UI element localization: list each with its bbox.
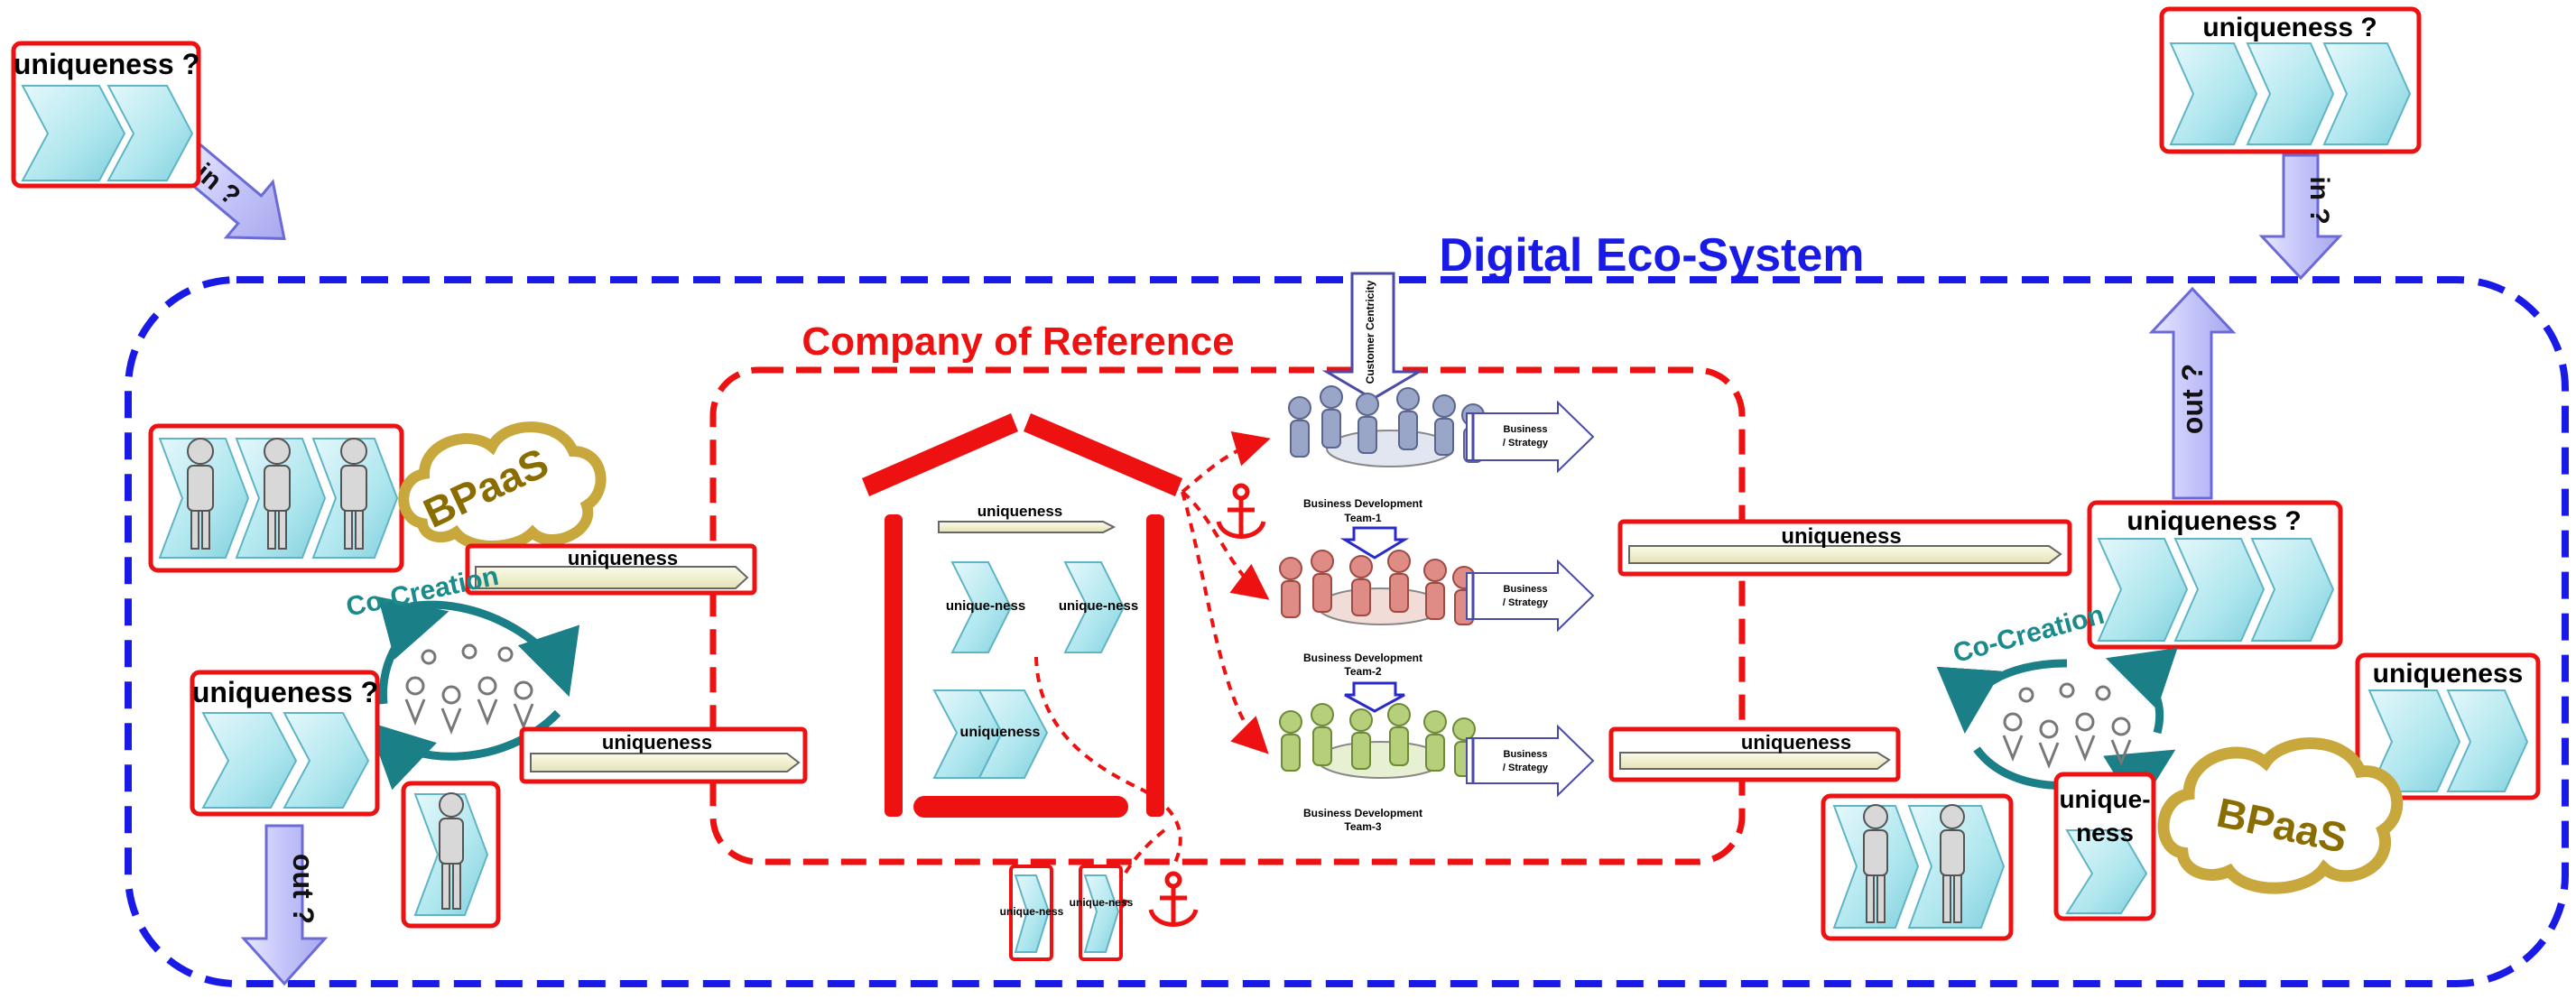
house-chevron-3: uniqueness (932, 689, 1049, 779)
house-chevron-2-label: unique-ness (1059, 598, 1138, 614)
out-label-left: out ? (287, 854, 320, 924)
team-3-label-line2: Team-3 (1344, 820, 1381, 833)
anchor-icon (1216, 483, 1266, 539)
uniqueness-bar-right-2: uniqueness (1608, 726, 1901, 782)
uniqueness-box-far-right-label: uniqueness (2373, 659, 2524, 689)
chevron (2246, 42, 2335, 145)
chevron (2065, 829, 2148, 914)
uniqueness-box-far-right: uniqueness (2355, 652, 2541, 800)
out-arrow-left: out ? (240, 824, 329, 986)
unique-ness-box-right-label: unique- (2059, 785, 2150, 813)
chevron (2368, 689, 2461, 792)
chevron (201, 712, 298, 809)
robot-box-left-small (401, 781, 501, 929)
company-title: Company of Reference (802, 319, 1234, 364)
house-chevron-1: unique-ness (946, 561, 1025, 653)
chevron (107, 85, 194, 181)
in-label-top-right: in ? (2304, 176, 2334, 224)
house-uniqueness-bar: uniqueness (938, 503, 1117, 533)
robot-icon (439, 792, 464, 910)
robot-icon (187, 438, 214, 550)
unique-ness-box-right: unique- ness (2053, 772, 2156, 921)
house-chevron-1-label: unique-ness (946, 598, 1025, 614)
out-arrow-right: out ? (2148, 286, 2237, 500)
team-1: Business Development Team-1 Business / S… (1288, 385, 1595, 524)
bottom-unique-ness-2-label: unique-ness (1070, 896, 1134, 909)
co-creation-label-right: Co-Creation (1950, 600, 2107, 669)
business-strategy-label-1-a: Business (1504, 424, 1548, 435)
ideas-people-icon (2002, 682, 2132, 770)
business-strategy-arrow-3: Business / Strategy (1466, 724, 1595, 798)
uniqueness-box-top-right-label: uniqueness ? (2202, 13, 2377, 42)
eco-system-title: Digital Eco-System (1439, 229, 1864, 282)
chevron (2322, 42, 2412, 145)
robot-process-box-right (1821, 793, 2014, 941)
uniqueness-box-right-label: uniqueness ? (2127, 506, 2301, 536)
chevron (2250, 538, 2335, 642)
team-2-label-line2: Team-2 (1344, 665, 1381, 678)
anchor-icon (1148, 871, 1199, 927)
robot-icon (1940, 804, 1965, 923)
team-3: Business Development Team-3 Business / S… (1279, 703, 1595, 833)
out-label-right: out ? (2176, 364, 2209, 434)
customer-centricity-arrow: Customer Centricity (1321, 272, 1424, 401)
team-1-label-line1: Business Development (1303, 497, 1422, 510)
business-strategy-arrow-1: Business / Strategy (1466, 400, 1595, 474)
robot-icon (264, 438, 291, 550)
chevron (2173, 538, 2266, 642)
bottom-unique-ness-1-label: unique-ness (1000, 905, 1064, 918)
bpaas-cloud-right: BPaaS (2157, 737, 2404, 894)
robot-process-box-left (148, 423, 404, 573)
company-boundary (709, 366, 1746, 865)
bottom-unique-ness-box-1: unique-ness (1000, 865, 1064, 961)
uniqueness-bar-left-1-label: uniqueness (568, 547, 678, 569)
team-2: Business Development Team-2 Business / S… (1279, 550, 1595, 678)
team-3-label-line1: Business Development (1303, 807, 1422, 819)
uniqueness-bar-right-1: uniqueness (1617, 519, 2072, 577)
team-people-icon (1279, 703, 1476, 779)
robot-icon (1863, 804, 1888, 923)
uniqueness-bar-right-1-label: uniqueness (1781, 524, 1901, 549)
uniqueness-bar-left-2-label: uniqueness (602, 731, 712, 754)
house-chevron-3-label: uniqueness (960, 725, 1041, 740)
business-strategy-label-3-b: / Strategy (1503, 763, 1549, 773)
team-people-icon (1279, 550, 1476, 625)
house-uniqueness-bar-label: uniqueness (978, 503, 1062, 520)
business-strategy-label-2-a: Business (1504, 584, 1548, 595)
uniqueness-box-right: uniqueness ? (2087, 500, 2343, 650)
team-link-arrow-2 (1344, 681, 1405, 713)
ideas-people-icon (404, 643, 534, 735)
uniqueness-box-top-left: uniqueness ? (11, 41, 201, 189)
team-link-arrow-1 (1339, 526, 1410, 560)
chevron (21, 85, 126, 181)
chevron (2169, 42, 2258, 145)
uniqueness-box-top-left-label: uniqueness ? (14, 48, 199, 80)
unique-ness-box-right-label-2: ness (2076, 819, 2134, 846)
uniqueness-box-left-label: uniqueness ? (192, 676, 378, 708)
team-2-label-line1: Business Development (1303, 652, 1422, 664)
team-1-label-line2: Team-1 (1344, 512, 1381, 524)
bpaas-cloud-left: BPaaS (398, 421, 607, 551)
uniqueness-box-left: uniqueness ? (190, 670, 380, 817)
in-arrow-top-right: in ? (2258, 153, 2343, 281)
house-shape (862, 413, 1182, 818)
house-chevron-2: unique-ness (1059, 561, 1138, 653)
uniqueness-box-top-right: uniqueness ? (2159, 6, 2422, 154)
chevron (2446, 689, 2529, 792)
bottom-unique-ness-box-2: unique-ness (1070, 865, 1134, 961)
uniqueness-bar-right-2-label: uniqueness (1741, 731, 1851, 754)
uniqueness-bar-left-2: uniqueness (519, 726, 808, 784)
business-strategy-label-2-b: / Strategy (1503, 597, 1549, 608)
business-strategy-label-1-b: / Strategy (1503, 438, 1549, 449)
team-people-icon (1288, 385, 1485, 467)
eco-system-boundary (125, 276, 2569, 987)
chevron (283, 712, 370, 809)
customer-centricity-label: Customer Centricity (1364, 280, 1376, 384)
uniqueness-bar-left-1: uniqueness (465, 543, 757, 596)
chevron (2097, 538, 2189, 642)
robot-icon (340, 438, 367, 550)
business-strategy-arrow-2: Business / Strategy (1466, 559, 1595, 633)
business-strategy-label-3-a: Business (1504, 749, 1548, 760)
